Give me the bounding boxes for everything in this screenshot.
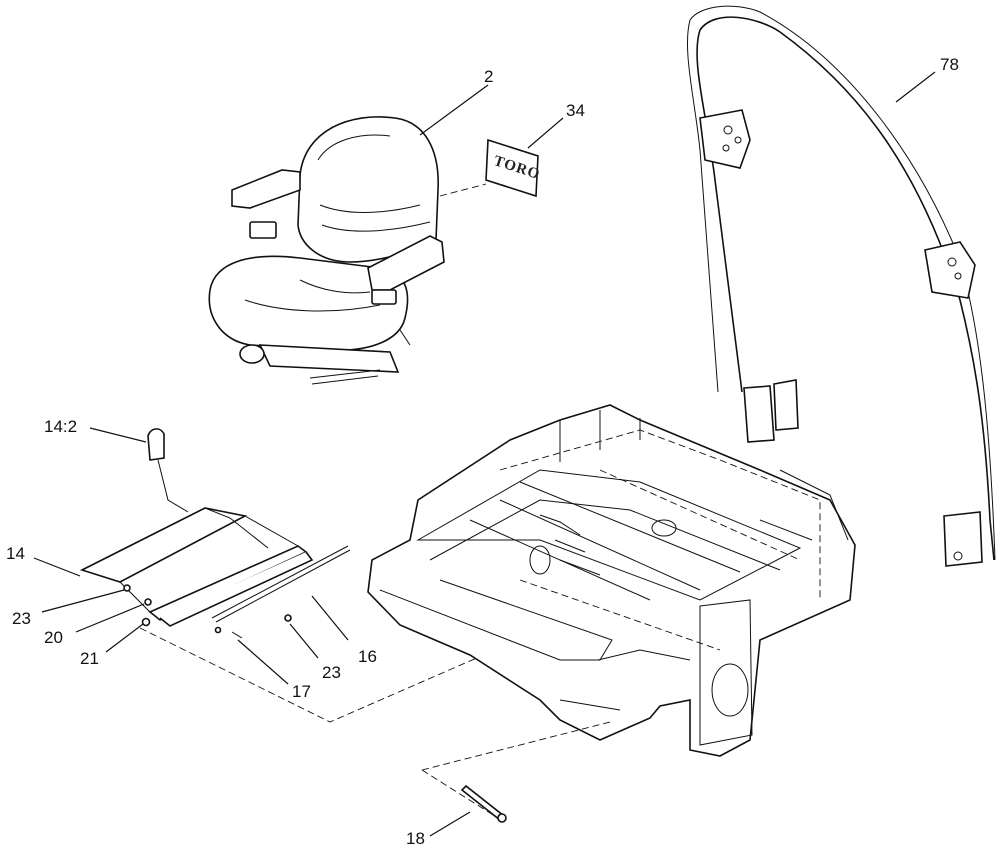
roll-bar	[686, 5, 996, 567]
callout-rod: 16	[358, 647, 377, 666]
callout-seat: 2	[484, 67, 493, 86]
callout-nut-a: 23	[12, 609, 31, 628]
callout-bolt: 21	[80, 649, 99, 668]
pin-part	[421, 721, 611, 823]
main-frame	[367, 404, 856, 757]
callout-screw: 17	[292, 682, 311, 701]
seat-assembly	[208, 116, 445, 385]
callout-rollbar: 78	[940, 55, 959, 74]
callout-washer: 20	[44, 628, 63, 647]
toro-decal: TORO	[485, 138, 542, 198]
seat-track	[79, 428, 351, 639]
callout-lever: 14:2	[44, 417, 77, 436]
callout-nut-b: 23	[322, 663, 341, 682]
callout-labels: 2 34 78 14:2 14 23 20 21 16 23 17 18	[6, 55, 959, 848]
callout-decal: 34	[566, 101, 585, 120]
callout-track: 14	[6, 544, 25, 563]
callout-pin: 18	[406, 829, 425, 848]
leader-lines	[33, 71, 936, 837]
